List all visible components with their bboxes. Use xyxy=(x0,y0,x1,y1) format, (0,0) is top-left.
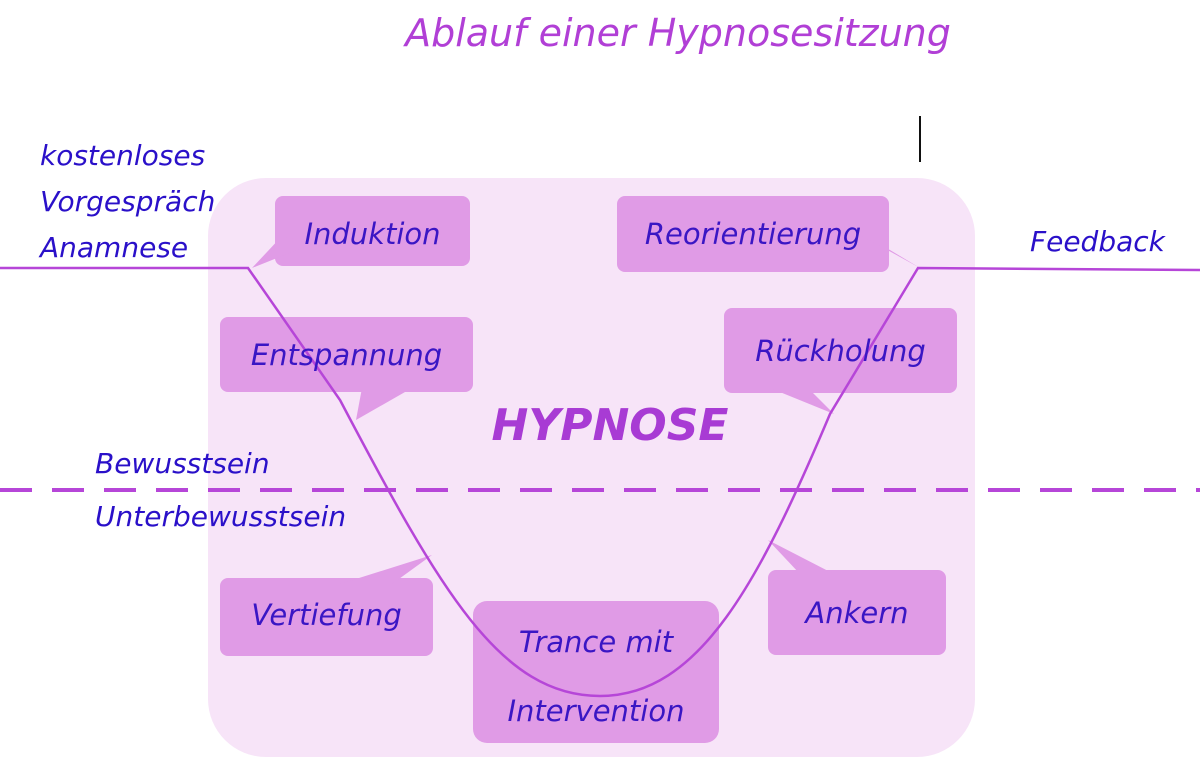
vertiefung-label: Vertiefung xyxy=(251,598,402,632)
rueckholung-box xyxy=(724,308,957,414)
trance-label-line-2: Intervention xyxy=(507,694,685,728)
ankern-label: Ankern xyxy=(805,596,909,630)
hypnose-curve xyxy=(0,266,1200,698)
subconscious-label: Unterbewusstsein xyxy=(95,500,347,533)
rueckholung-label: Rückholung xyxy=(755,334,926,368)
hypnose-label: HYPNOSE xyxy=(491,400,729,451)
trance-label-line-1: Trance mit xyxy=(518,625,674,659)
entspannung-box xyxy=(220,317,473,420)
feedback-label: Feedback xyxy=(1030,225,1165,258)
pre-session-line-1: kostenloses xyxy=(40,139,206,172)
reorientierung-label: Reorientierung xyxy=(644,217,862,251)
ankern-box xyxy=(768,540,946,655)
diagram-title: Ablauf einer Hypnosesitzung xyxy=(405,11,951,55)
induktion-label: Induktion xyxy=(304,217,441,251)
pre-session-line-3: Anamnese xyxy=(40,231,189,264)
entspannung-label: Entspannung xyxy=(250,338,443,372)
pre-session-line-2: Vorgespräch xyxy=(40,185,216,218)
conscious-label: Bewusstsein xyxy=(95,447,270,480)
induktion-box xyxy=(252,196,470,268)
vertiefung-box xyxy=(220,555,433,656)
text-cursor-mark xyxy=(919,116,921,162)
trance-box xyxy=(473,601,719,743)
reorientierung-box xyxy=(617,196,920,272)
